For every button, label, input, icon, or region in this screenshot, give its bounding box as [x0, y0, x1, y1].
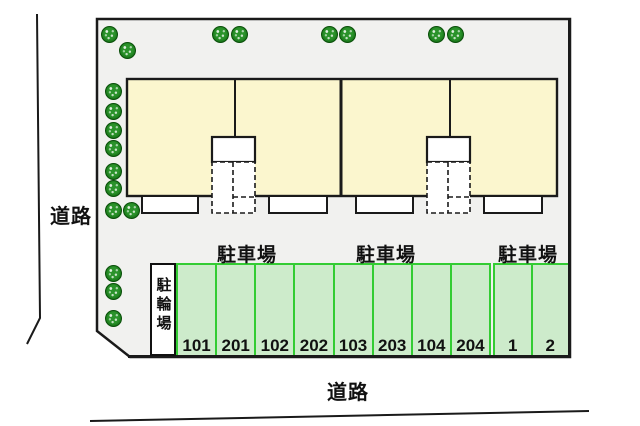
- site-border-bottom: [128, 355, 571, 358]
- stall-number: 202: [299, 336, 329, 355]
- road-line-bottom: [89, 410, 590, 422]
- stall-number: 103: [338, 336, 368, 355]
- parking-lot-label-3: 駐車場: [497, 245, 559, 266]
- parking-lot-label-2: 駐車場: [355, 245, 417, 266]
- parking-stall-104: 104: [410, 263, 452, 357]
- stairwell-2: [425, 135, 472, 214]
- stall-number: 201: [221, 336, 250, 355]
- tree-icon: [104, 179, 122, 197]
- parking-lot-label-1: 駐車場: [216, 245, 278, 266]
- parking-block-1: 101 201 102 202 103 203 104 204: [176, 263, 491, 357]
- tree-icon: [320, 25, 338, 43]
- tree-icon: [104, 102, 122, 120]
- road-label-left: 道路: [50, 206, 92, 228]
- tree-icon: [104, 309, 122, 327]
- tree-icon: [211, 25, 229, 43]
- parking-stall-201: 201: [215, 263, 257, 357]
- tree-icon: [104, 201, 122, 219]
- parking-stall-101: 101: [176, 263, 218, 357]
- tree-icon: [104, 139, 122, 157]
- road-label-bottom: 道路: [327, 382, 369, 404]
- stall-number: 101: [182, 336, 211, 355]
- road-line-left: [26, 13, 42, 345]
- tree-icon: [118, 41, 136, 59]
- stall-number: 102: [260, 336, 289, 355]
- bicycle-parking-box: 駐輪場: [150, 263, 176, 356]
- stall-number: 203: [378, 336, 407, 355]
- stairwell-1: [210, 135, 257, 214]
- site-border-right: [568, 18, 571, 358]
- tree-icon: [338, 25, 356, 43]
- parking-stall-203: 203: [371, 263, 413, 357]
- tree-icon: [230, 25, 248, 43]
- porch-2: [268, 195, 328, 214]
- tree-icon: [104, 121, 122, 139]
- parking-stall-204: 204: [449, 263, 491, 357]
- tree-icon: [104, 162, 122, 180]
- tree-icon: [104, 282, 122, 300]
- bicycle-parking-label: 駐輪場: [154, 277, 172, 334]
- tree-icon: [122, 201, 140, 219]
- tree-icon: [100, 25, 118, 43]
- tree-icon: [104, 264, 122, 282]
- stall-number: 2: [545, 336, 555, 355]
- porch-3: [355, 195, 414, 214]
- stall-number: 204: [456, 336, 485, 355]
- stall-number: 104: [417, 336, 446, 355]
- stall-number: 1: [508, 336, 518, 355]
- tree-icon: [446, 25, 464, 43]
- porch-1: [141, 195, 199, 214]
- tree-icon: [104, 82, 122, 100]
- porch-4: [483, 195, 543, 214]
- tree-icon: [427, 25, 445, 43]
